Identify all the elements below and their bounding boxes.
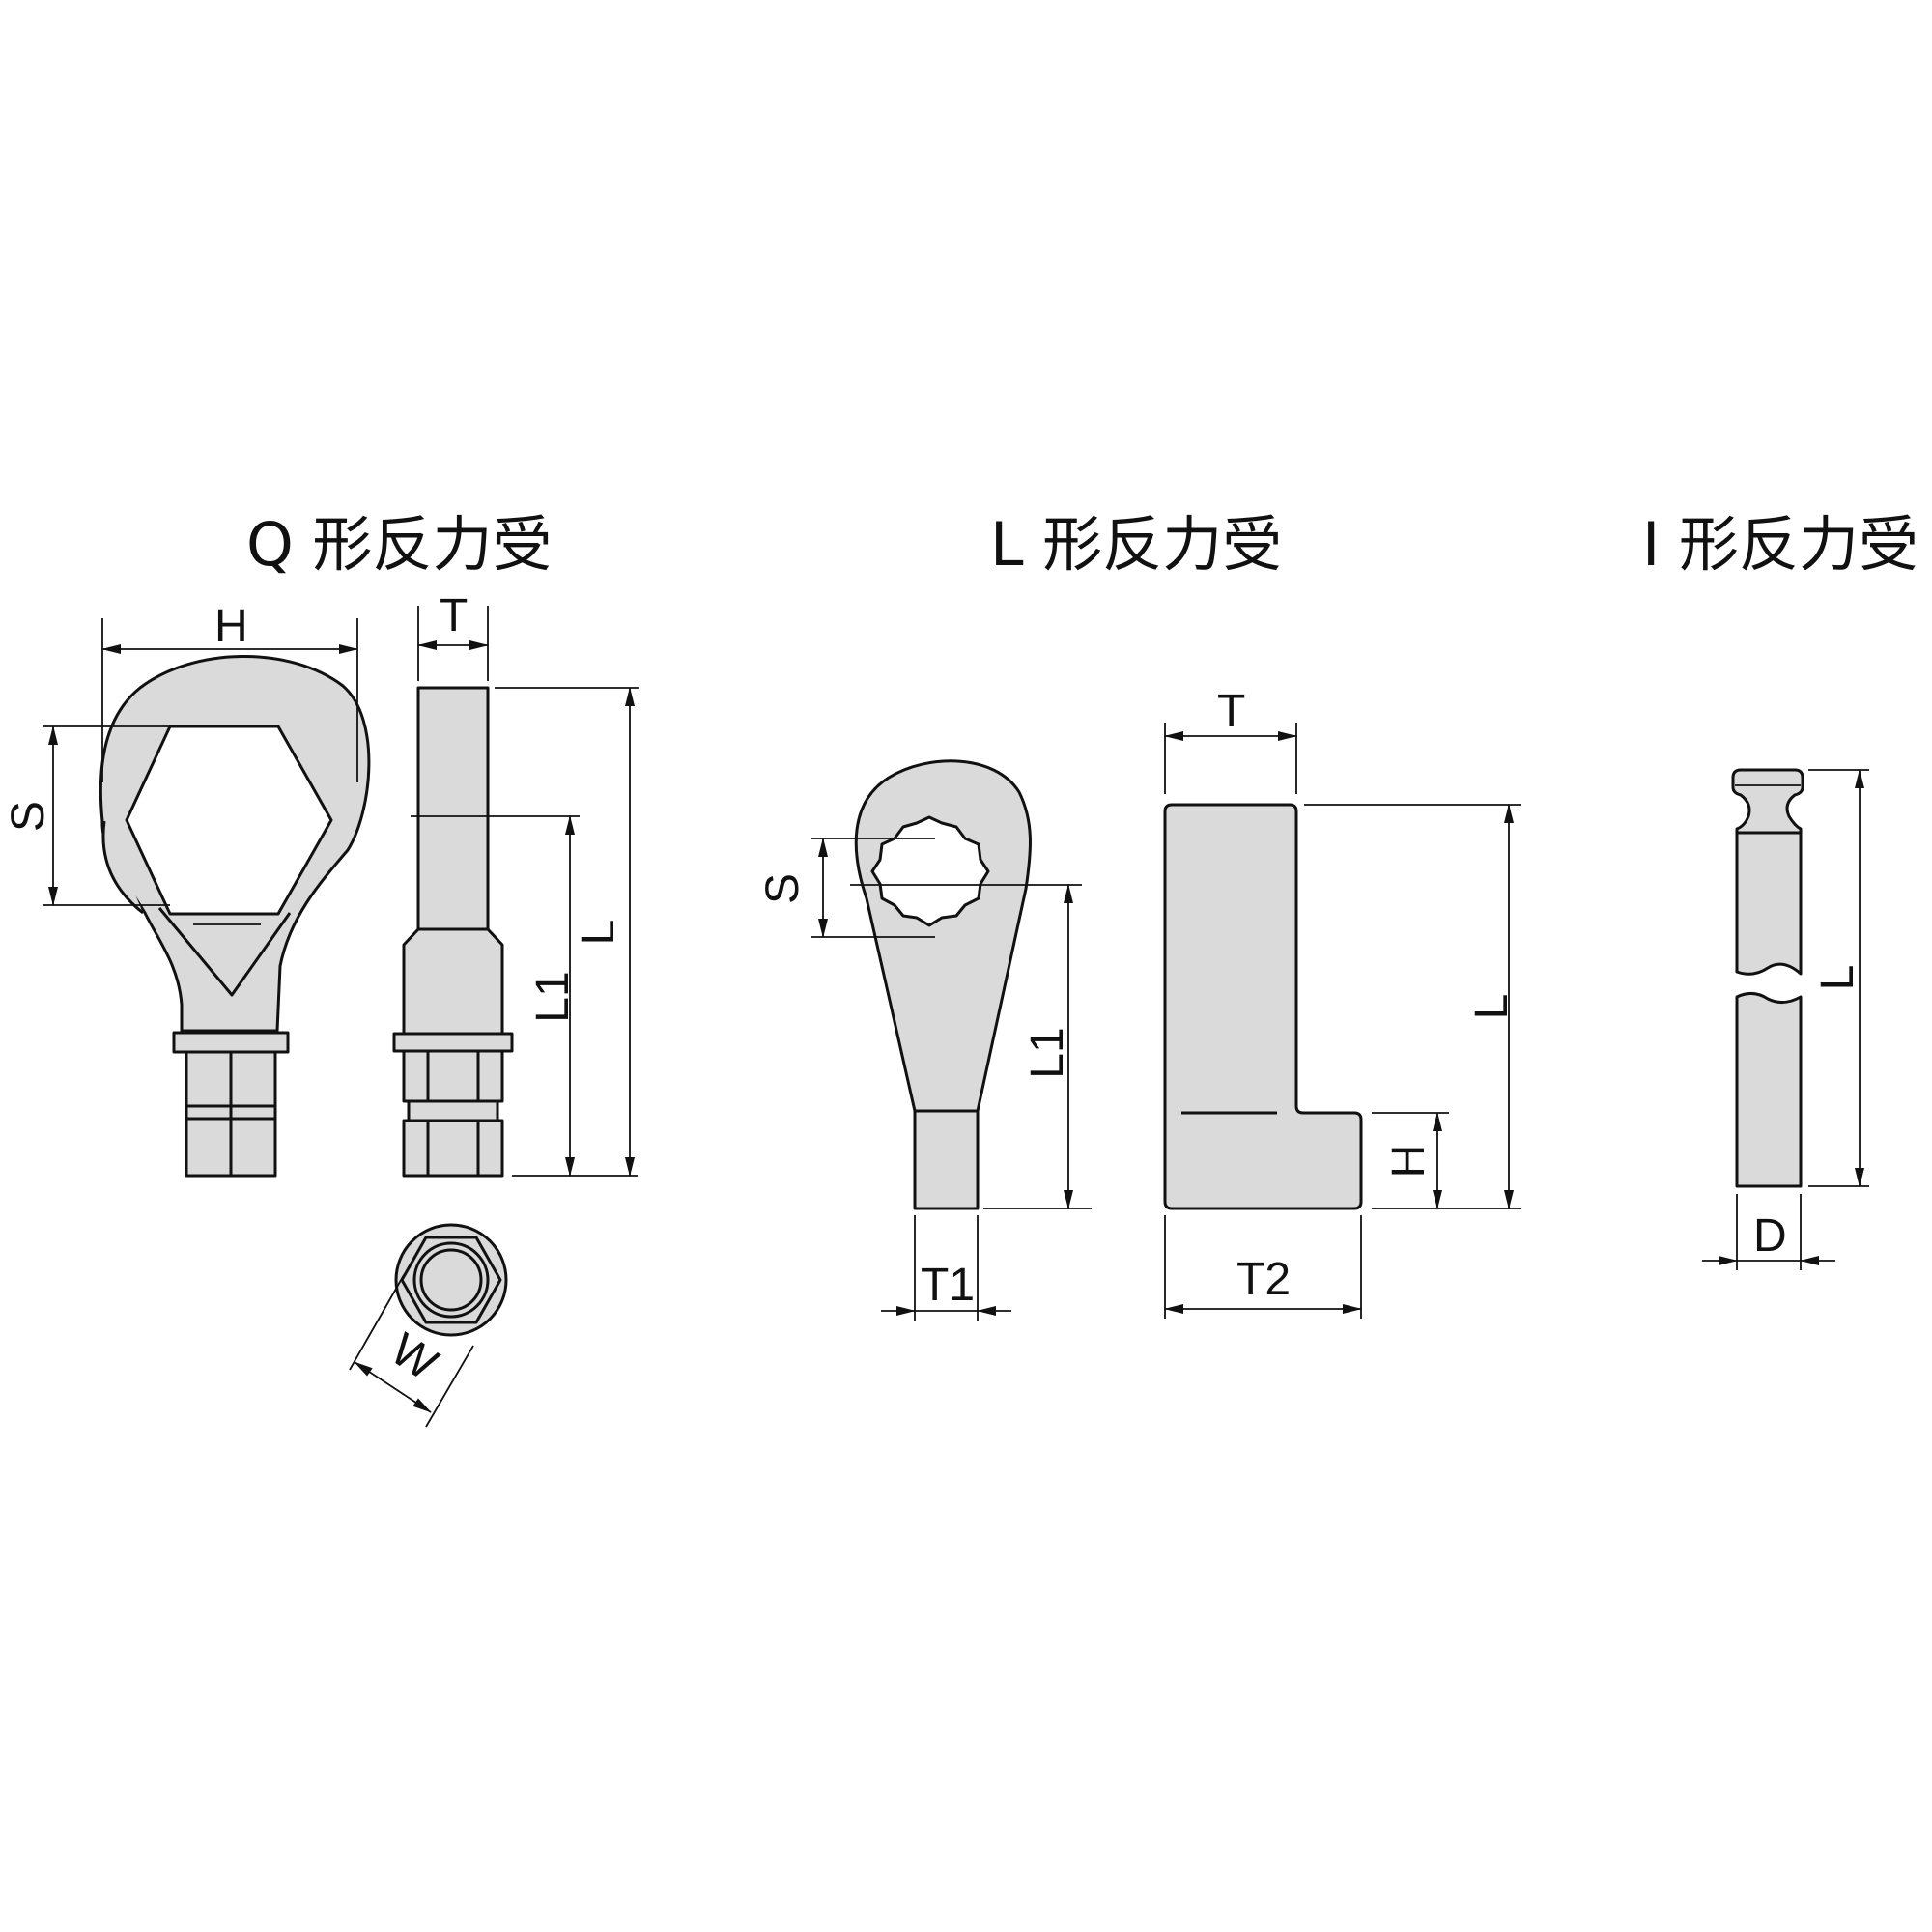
i-type-view xyxy=(1731,768,1804,1188)
l-block-body xyxy=(1163,803,1363,1210)
i-pin-shaft-upper xyxy=(1735,831,1803,976)
q-l-label: L xyxy=(573,920,624,946)
q-type-bottom-view xyxy=(394,1223,508,1337)
l-ring-shank xyxy=(913,1109,980,1210)
l-dim-h: H xyxy=(1372,1112,1449,1209)
l-l1-label: L1 xyxy=(1022,1027,1073,1078)
q-dim-l: L xyxy=(495,687,639,1177)
l-dim-t2: T2 xyxy=(1164,1215,1362,1319)
q-dim-s: S xyxy=(3,725,170,906)
i-l-label: L xyxy=(1812,965,1863,991)
i-pin-head xyxy=(1731,768,1804,835)
q-type-front-view xyxy=(99,655,371,1178)
i-dim-l: L xyxy=(1808,769,1869,1187)
i-dim-d: D xyxy=(1702,1194,1835,1270)
title-q-type: Q 形反力受 xyxy=(246,509,553,580)
l-l-label: L xyxy=(1466,994,1518,1020)
l-t2-label: T2 xyxy=(1236,1254,1291,1305)
l-h-label: H xyxy=(1383,1145,1435,1179)
q-side-drive xyxy=(402,1119,504,1178)
l-type-block-view xyxy=(1163,803,1363,1210)
l-t-label: T xyxy=(1217,686,1245,737)
q-dim-t: T xyxy=(417,590,489,681)
l-dim-l1: L1 xyxy=(850,884,1092,1209)
q-h-label: H xyxy=(214,601,248,652)
q-dim-l1: L1 xyxy=(411,815,638,1177)
l-dim-l: L xyxy=(1304,804,1521,1209)
q-s-label: S xyxy=(3,801,54,832)
l-ring-body xyxy=(854,759,1032,1113)
i-pin-shaft-lower xyxy=(1735,992,1803,1188)
i-d-label: D xyxy=(1753,1210,1787,1262)
l-dim-t1: T1 xyxy=(881,1215,1011,1321)
title-i-type: I 形反力受 xyxy=(1642,509,1918,580)
q-side-shaft xyxy=(416,686,490,931)
l-type-ring-view xyxy=(854,759,1032,1210)
l-t1-label: T1 xyxy=(921,1260,975,1311)
q-type-side-view xyxy=(392,686,514,1178)
q-l1-label: L1 xyxy=(527,971,579,1022)
q-t-label: T xyxy=(440,590,468,641)
title-l-type: L 形反力受 xyxy=(990,509,1282,580)
l-dim-t: T xyxy=(1164,686,1297,794)
q-dim-h: H xyxy=(101,601,358,782)
q-collar xyxy=(172,1031,290,1054)
l-s-label: S xyxy=(757,873,809,904)
l-dim-s: S xyxy=(757,838,935,938)
